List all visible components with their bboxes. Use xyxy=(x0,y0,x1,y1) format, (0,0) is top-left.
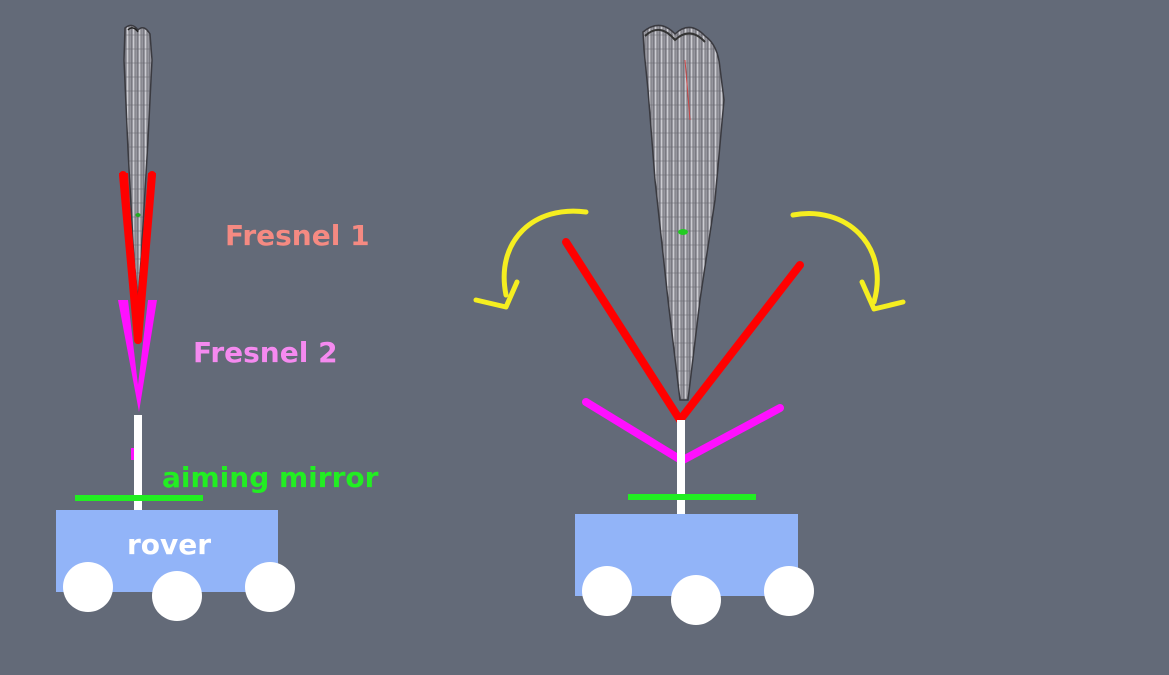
fresnel-1-folded xyxy=(119,171,156,345)
deployed-configuration xyxy=(473,24,906,625)
stowed-configuration xyxy=(56,24,295,621)
curved-arrow-icon xyxy=(790,211,906,312)
wheel-right-1 xyxy=(582,566,632,616)
fresnel-2-deployed xyxy=(582,398,784,464)
mast-left xyxy=(134,415,142,515)
wheel-left-2 xyxy=(152,571,202,621)
fresnel-2-label: Fresnel 2 xyxy=(193,336,338,369)
fresnel-1-deployed xyxy=(562,238,804,424)
curved-arrow-icon xyxy=(473,208,589,310)
wheel-right-3 xyxy=(764,566,814,616)
aiming-mirror-label: aiming mirror xyxy=(162,461,379,494)
wheel-right-2 xyxy=(671,575,721,625)
mast-right xyxy=(677,420,685,516)
fresnel-1-label: Fresnel 1 xyxy=(225,219,370,252)
wheel-left-1 xyxy=(63,562,113,612)
light-beam-right xyxy=(642,24,725,401)
fresnel-2-folded xyxy=(118,300,157,412)
rover-label: rover xyxy=(127,528,211,561)
wheel-left-3 xyxy=(245,562,295,612)
